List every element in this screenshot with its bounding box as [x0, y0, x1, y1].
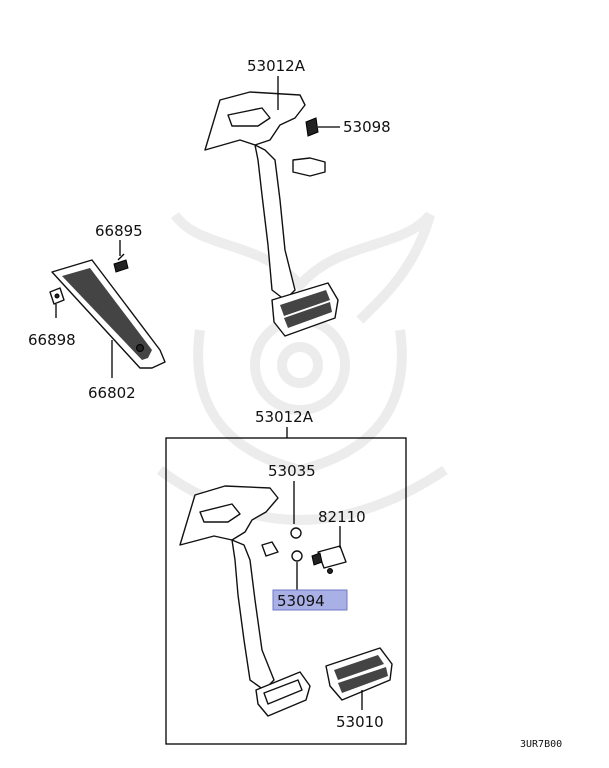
- assembly-box: [165, 437, 407, 745]
- highlight-53094: [272, 589, 348, 611]
- clip-66898: [49, 287, 65, 305]
- diagram-code: 3UR7B00: [520, 739, 562, 750]
- label-53094: 53094: [277, 592, 325, 610]
- accelerator-pad: [51, 259, 166, 369]
- label-53010: 53010: [336, 713, 384, 731]
- bushing-53035: [290, 527, 302, 539]
- washer-53094: [291, 550, 303, 562]
- bottom-clutch-pedal-assembly: [179, 485, 311, 717]
- label-53035: 53035: [268, 462, 316, 480]
- label-bottom-pedal-assembly: 53012A: [255, 408, 314, 426]
- pedal-pad-53010: [325, 647, 393, 701]
- label-66898: 66898: [28, 331, 76, 349]
- label-66802: 66802: [88, 384, 136, 402]
- watermark-logo: [157, 211, 448, 526]
- label-66895: 66895: [95, 222, 143, 240]
- switch-82110: [311, 545, 347, 574]
- top-brake-pedal-assembly: [204, 91, 339, 337]
- label-top-pedal-assembly: 53012A: [247, 57, 306, 75]
- screw-66895: [113, 253, 129, 273]
- label-82110: 82110: [318, 508, 366, 526]
- label-53098: 53098: [343, 118, 391, 136]
